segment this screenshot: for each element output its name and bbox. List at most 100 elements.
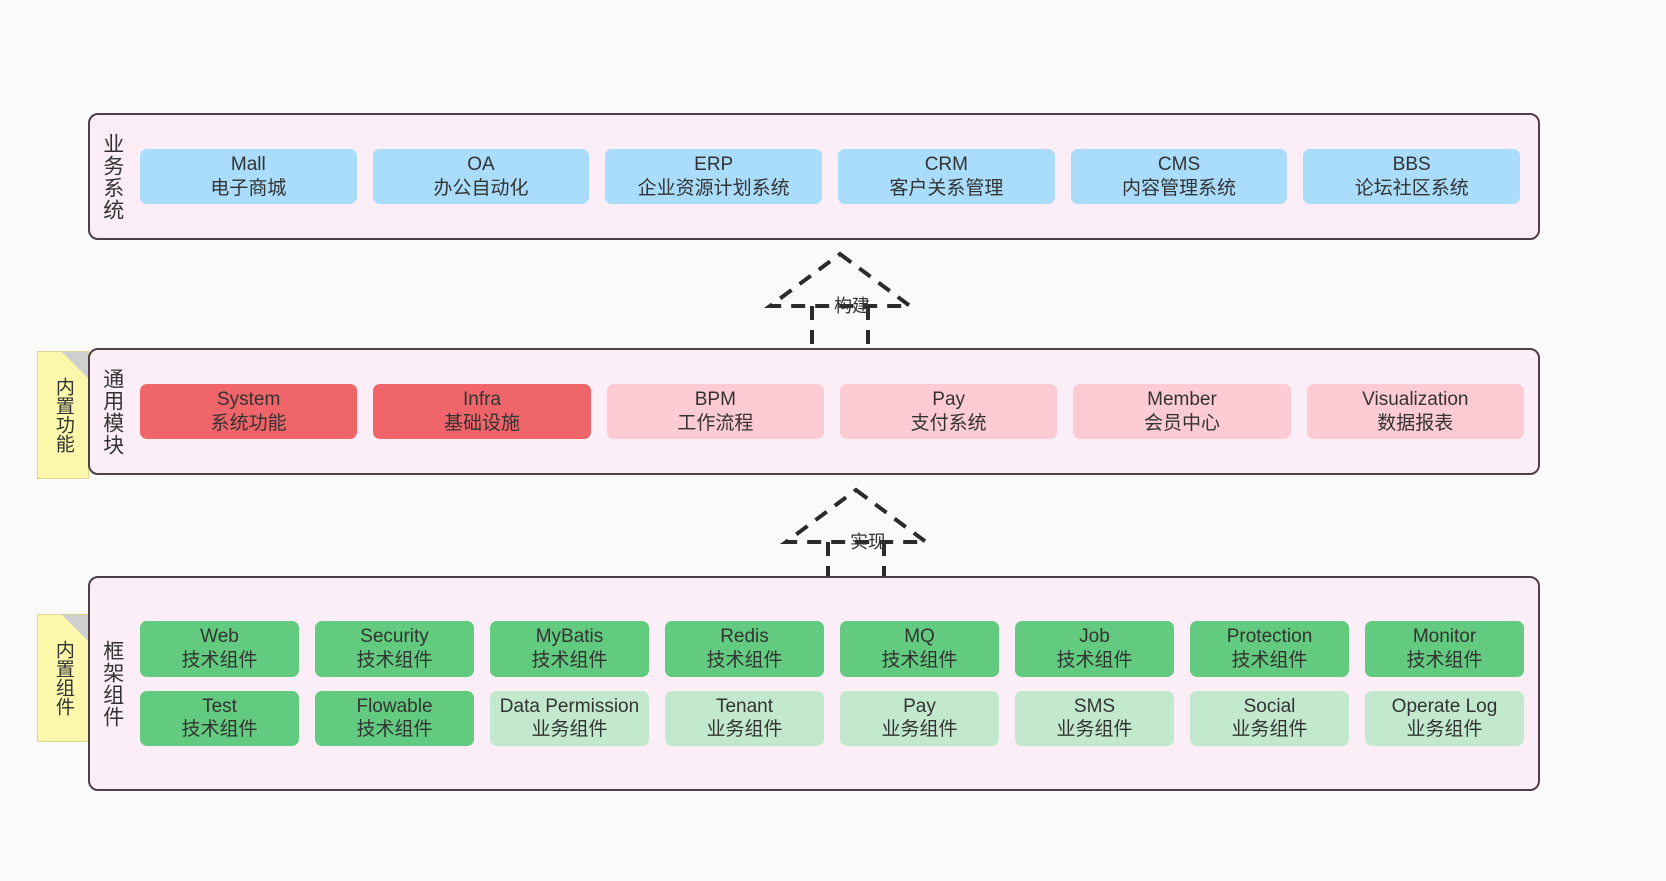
arrow-head-triangle bbox=[763, 251, 917, 308]
card-pay-module-subtitle: 支付系统 bbox=[910, 412, 987, 434]
card-oa[interactable]: OA 办公自动化 bbox=[372, 148, 590, 205]
card-oa-subtitle: 办公自动化 bbox=[433, 177, 529, 199]
card-tenant[interactable]: Tenant 业务组件 bbox=[665, 690, 824, 746]
sticky-fold-corner-icon bbox=[62, 352, 88, 378]
connector-build-arrow bbox=[763, 251, 917, 348]
card-mybatis-title: MyBatis bbox=[535, 626, 604, 648]
layer-framework-body: Web 技术组件 Security 技术组件 MyBatis 技术组件 Redi… bbox=[134, 578, 1538, 789]
card-sms-title: SMS bbox=[1073, 695, 1116, 717]
card-system-subtitle: 系统功能 bbox=[210, 412, 287, 434]
card-mall-title: Mall bbox=[230, 153, 266, 175]
card-crm[interactable]: CRM 客户关系管理 bbox=[838, 148, 1055, 205]
card-test-subtitle: 技术组件 bbox=[181, 719, 258, 741]
card-member[interactable]: Member 会员中心 bbox=[1073, 383, 1291, 440]
connector-implement-label: 实现 bbox=[850, 532, 886, 552]
card-monitor-subtitle: 技术组件 bbox=[1406, 649, 1483, 671]
card-test[interactable]: Test 技术组件 bbox=[140, 690, 299, 746]
card-protection-title: Protection bbox=[1226, 626, 1313, 648]
card-visualization-title: Visualization bbox=[1362, 388, 1469, 410]
card-bpm-title: BPM bbox=[694, 388, 736, 410]
card-crm-title: CRM bbox=[924, 153, 968, 175]
card-oa-title: OA bbox=[467, 153, 495, 175]
framework-business-row: Test 技术组件 Flowable 技术组件 Data Permission … bbox=[140, 690, 1524, 746]
card-mybatis-subtitle: 技术组件 bbox=[531, 649, 608, 671]
card-system[interactable]: System 系统功能 bbox=[140, 383, 358, 440]
connector-build: 构建 bbox=[742, 251, 938, 348]
card-social[interactable]: Social 业务组件 bbox=[1190, 690, 1349, 746]
layer-business-title: 业务系统 bbox=[100, 132, 124, 221]
card-flowable-title: Flowable bbox=[356, 695, 433, 717]
card-operate-log-subtitle: 业务组件 bbox=[1406, 719, 1483, 741]
card-cms-subtitle: 内容管理系统 bbox=[1122, 177, 1237, 199]
card-redis-subtitle: 技术组件 bbox=[706, 649, 783, 671]
card-operate-log-title: Operate Log bbox=[1391, 695, 1498, 717]
card-job-title: Job bbox=[1079, 626, 1110, 648]
card-bbs[interactable]: BBS 论坛社区系统 bbox=[1303, 148, 1521, 205]
sticky-note-builtin-components: 内置组件 bbox=[37, 614, 89, 742]
card-test-title: Test bbox=[202, 695, 237, 717]
card-pay-component-title: Pay bbox=[903, 695, 936, 717]
business-card-row: Mall 电子商城 OA 办公自动化 ERP 企业资源计划系统 CRM 客户关系… bbox=[140, 148, 1521, 205]
sticky-fold-corner-icon bbox=[62, 615, 88, 641]
card-mybatis[interactable]: MyBatis 技术组件 bbox=[490, 621, 649, 677]
sticky-note-builtin-features-label: 内置功能 bbox=[52, 377, 74, 453]
card-erp-title: ERP bbox=[694, 153, 734, 175]
card-erp[interactable]: ERP 企业资源计划系统 bbox=[605, 148, 823, 205]
card-job[interactable]: Job 技术组件 bbox=[1015, 621, 1174, 677]
arrow-head-triangle bbox=[779, 487, 933, 544]
card-security[interactable]: Security 技术组件 bbox=[315, 621, 474, 677]
layer-framework-components: 框架组件 Web 技术组件 Security 技术组件 MyBatis 技术组件… bbox=[88, 576, 1540, 791]
card-infra[interactable]: Infra 基础设施 bbox=[373, 383, 591, 440]
card-cms[interactable]: CMS 内容管理系统 bbox=[1070, 148, 1288, 205]
card-flowable-subtitle: 技术组件 bbox=[356, 719, 433, 741]
card-monitor-title: Monitor bbox=[1412, 626, 1477, 648]
card-pay-module[interactable]: Pay 支付系统 bbox=[839, 383, 1058, 440]
card-infra-subtitle: 基础设施 bbox=[443, 412, 520, 434]
card-protection-subtitle: 技术组件 bbox=[1231, 649, 1308, 671]
layer-framework-title: 框架组件 bbox=[100, 639, 124, 728]
card-monitor[interactable]: Monitor 技术组件 bbox=[1365, 621, 1524, 677]
card-pay-module-title: Pay bbox=[932, 388, 966, 410]
card-member-title: Member bbox=[1147, 388, 1217, 410]
card-mall-subtitle: 电子商城 bbox=[210, 177, 287, 199]
card-redis[interactable]: Redis 技术组件 bbox=[665, 621, 824, 677]
card-web-title: Web bbox=[200, 626, 239, 648]
common-card-row: System 系统功能 Infra 基础设施 BPM 工作流程 Pay 支付系统… bbox=[140, 383, 1524, 440]
card-visualization[interactable]: Visualization 数据报表 bbox=[1306, 383, 1524, 440]
card-job-subtitle: 技术组件 bbox=[1056, 649, 1133, 671]
connector-build-label: 构建 bbox=[834, 296, 870, 316]
card-data-permission-title: Data Permission bbox=[499, 695, 640, 717]
card-tenant-subtitle: 业务组件 bbox=[706, 719, 783, 741]
card-visualization-subtitle: 数据报表 bbox=[1377, 412, 1454, 434]
card-bbs-subtitle: 论坛社区系统 bbox=[1354, 177, 1469, 199]
layer-common-title: 通用模块 bbox=[100, 367, 124, 456]
card-sms[interactable]: SMS 业务组件 bbox=[1015, 690, 1174, 746]
card-mq-subtitle: 技术组件 bbox=[881, 649, 958, 671]
layer-business-systems: 业务系统 Mall 电子商城 OA 办公自动化 ERP 企业资源计划系统 CRM… bbox=[88, 113, 1540, 240]
layer-common-modules: 通用模块 System 系统功能 Infra 基础设施 BPM 工作流程 Pay… bbox=[88, 348, 1540, 475]
card-data-permission-subtitle: 业务组件 bbox=[531, 719, 608, 741]
arrow-stem bbox=[810, 306, 870, 348]
card-mq[interactable]: MQ 技术组件 bbox=[840, 621, 999, 677]
card-bbs-title: BBS bbox=[1392, 153, 1431, 175]
card-bpm[interactable]: BPM 工作流程 bbox=[606, 383, 824, 440]
card-pay-component[interactable]: Pay 业务组件 bbox=[840, 690, 999, 746]
card-flowable[interactable]: Flowable 技术组件 bbox=[315, 690, 474, 746]
card-mall[interactable]: Mall 电子商城 bbox=[140, 148, 357, 205]
card-web[interactable]: Web 技术组件 bbox=[140, 621, 299, 677]
card-mq-title: MQ bbox=[904, 626, 935, 648]
card-protection[interactable]: Protection 技术组件 bbox=[1190, 621, 1349, 677]
sticky-note-builtin-components-label: 内置组件 bbox=[52, 640, 74, 716]
card-web-subtitle: 技术组件 bbox=[181, 649, 258, 671]
card-system-title: System bbox=[216, 388, 281, 410]
card-cms-title: CMS bbox=[1157, 153, 1201, 175]
card-data-permission[interactable]: Data Permission 业务组件 bbox=[490, 690, 649, 746]
card-redis-title: Redis bbox=[720, 626, 769, 648]
card-erp-subtitle: 企业资源计划系统 bbox=[637, 177, 790, 199]
connector-implement: 实现 bbox=[758, 487, 954, 584]
framework-tech-row: Web 技术组件 Security 技术组件 MyBatis 技术组件 Redi… bbox=[140, 621, 1524, 677]
card-operate-log[interactable]: Operate Log 业务组件 bbox=[1365, 690, 1524, 746]
card-security-title: Security bbox=[360, 626, 429, 648]
card-social-subtitle: 业务组件 bbox=[1231, 719, 1308, 741]
sticky-note-builtin-features: 内置功能 bbox=[37, 351, 89, 479]
